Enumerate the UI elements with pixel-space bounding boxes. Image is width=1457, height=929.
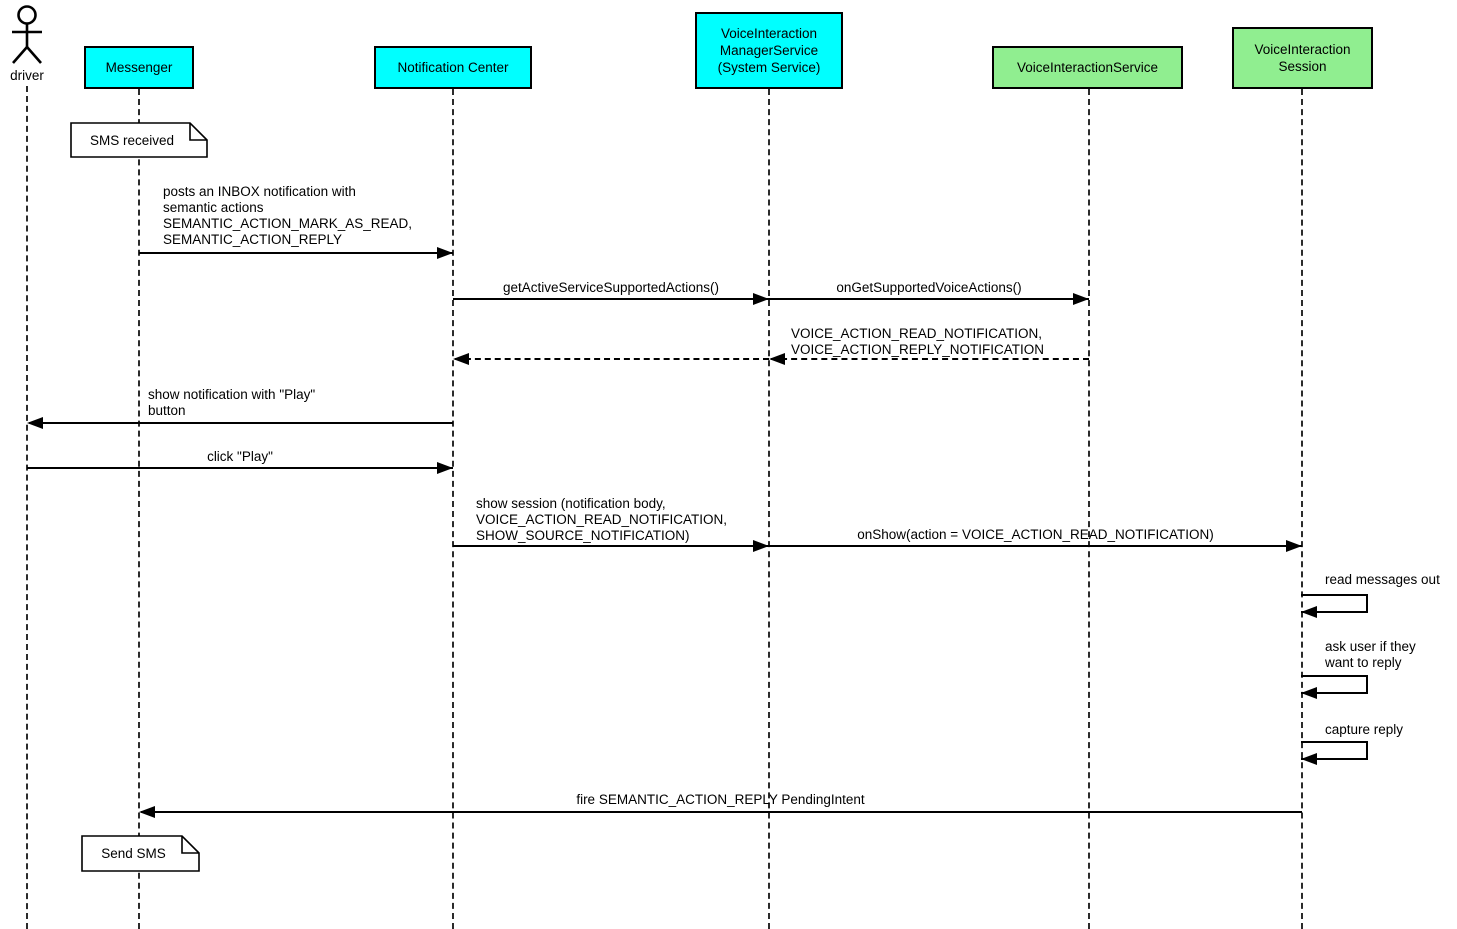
participant-voice-interaction-manager-service-label: VoiceInteraction ManagerService (System …	[717, 26, 821, 75]
arrowhead-right-icon	[1073, 293, 1089, 305]
note-send-sms-text: Send SMS	[101, 846, 166, 861]
message-on-get-supported-voice-actions-label: onGetSupportedVoiceActions()	[836, 280, 1022, 295]
arrowhead-left-icon	[769, 353, 785, 365]
arrowhead-right-icon	[437, 247, 453, 259]
arrowhead-right-icon	[437, 462, 453, 474]
lifeline-voice-interaction-service	[1088, 89, 1090, 929]
participant-notification-center: Notification Center	[374, 46, 532, 89]
message-capture-reply-loop	[1301, 741, 1368, 760]
participant-voice-interaction-manager-service: VoiceInteraction ManagerService (System …	[695, 12, 843, 89]
participant-voice-interaction-service: VoiceInteractionService	[992, 46, 1183, 89]
note-shape-icon	[81, 835, 200, 872]
message-capture-reply-label: capture reply	[1325, 722, 1404, 737]
lifeline-messenger	[138, 89, 140, 929]
message-get-active-service-supported-actions-line	[453, 298, 769, 300]
message-return-to-notification-center-line	[455, 358, 769, 360]
message-voice-actions-return-label: VOICE_ACTION_READ_NOTIFICATION, VOICE_AC…	[791, 326, 1045, 357]
lifeline-driver	[26, 86, 28, 929]
message-posts-inbox-notification-line	[139, 252, 453, 254]
participant-voice-interaction-session: VoiceInteraction Session	[1232, 27, 1373, 89]
message-click-play-line	[27, 467, 453, 469]
message-ask-user-reply-label: ask user if they want to reply	[1325, 639, 1416, 670]
message-voice-actions-return-line	[771, 358, 1089, 360]
message-show-notification-line	[29, 422, 453, 424]
lifeline-voice-interaction-session	[1301, 89, 1303, 929]
arrowhead-left-icon	[1301, 687, 1317, 699]
arrowhead-right-icon	[1286, 540, 1302, 552]
note-sms-received-text: SMS received	[89, 132, 175, 148]
lifeline-voice-interaction-manager-service	[768, 89, 770, 929]
note-sms-received: SMS received	[70, 122, 208, 158]
participant-voice-interaction-service-label: VoiceInteractionService	[1016, 60, 1159, 75]
participant-notification-center-label: Notification Center	[397, 60, 509, 75]
message-click-play-label: click "Play"	[207, 449, 273, 464]
arrowhead-left-icon	[27, 417, 43, 429]
note-shape-icon	[70, 122, 208, 158]
arrowhead-left-icon	[1301, 753, 1317, 765]
message-fire-pending-intent-label: fire SEMANTIC_ACTION_REPLY PendingIntent	[576, 792, 865, 807]
participant-voice-interaction-session-label: VoiceInteraction Session	[1254, 42, 1351, 74]
message-read-messages-out-label: read messages out	[1325, 572, 1440, 587]
message-on-show-line	[769, 545, 1302, 547]
arrowhead-left-icon	[453, 353, 469, 365]
lifeline-notification-center	[452, 89, 454, 929]
participant-messenger: Messenger	[84, 46, 194, 89]
message-posts-inbox-notification-label: posts an INBOX notification with semanti…	[163, 184, 413, 247]
note-send-sms: Send SMS	[81, 835, 200, 872]
arrowhead-left-icon	[139, 806, 155, 818]
message-show-session-label: show session (notification body, VOICE_A…	[476, 496, 728, 543]
message-on-get-supported-voice-actions-line	[769, 298, 1089, 300]
message-on-show-label: onShow(action = VOICE_ACTION_READ_NOTIFI…	[857, 527, 1214, 542]
message-show-session-line	[453, 545, 769, 547]
message-get-active-service-supported-actions-label: getActiveServiceSupportedActions()	[502, 280, 720, 295]
participant-messenger-label: Messenger	[105, 60, 173, 75]
message-ask-user-reply-loop	[1301, 675, 1368, 694]
arrowhead-right-icon	[753, 293, 769, 305]
arrowhead-left-icon	[1301, 606, 1317, 618]
actor-driver-label: driver	[10, 68, 44, 83]
message-fire-pending-intent-line	[141, 811, 1302, 813]
message-read-messages-out-loop	[1301, 594, 1368, 613]
arrowhead-right-icon	[753, 540, 769, 552]
message-show-notification-label: show notification with "Play" button	[148, 387, 316, 418]
actor-driver-icon	[7, 4, 47, 66]
